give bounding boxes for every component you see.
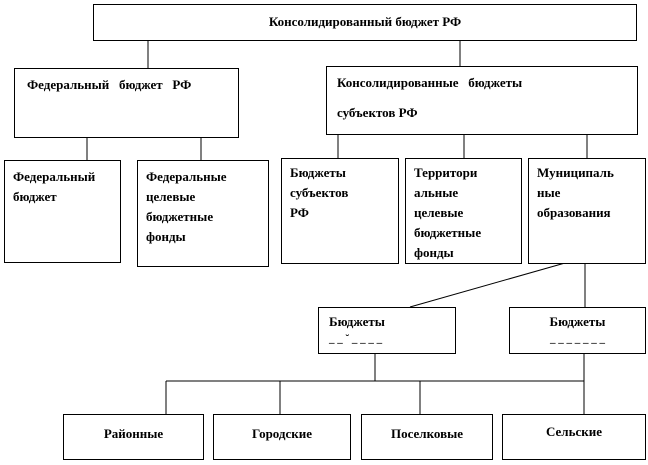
district-box: Районные (63, 414, 204, 460)
box-label: Федеральный бюджет РФ (27, 77, 192, 92)
city-box: Городские (213, 414, 351, 460)
box-label: фонды (146, 229, 186, 244)
box-label: Городские (251, 426, 313, 441)
box-sublabel: _ _ _ _ _ _ _ (550, 333, 605, 345)
box-label: субъектов (290, 185, 349, 200)
box-label: субъектов РФ (337, 105, 418, 120)
box-label: целевые (414, 205, 464, 220)
box-label: образования (537, 205, 611, 220)
box-label: Районные (103, 426, 164, 441)
budgets-box-right: Бюджеты _ _ _ _ _ _ _ (509, 307, 646, 354)
box-sublabel: _ _ ˘ _ _ _ _ (329, 333, 383, 345)
box-label: ные (537, 185, 561, 200)
consolidated-subjects-box: Консолидированные бюджеты субъектов РФ (326, 66, 638, 135)
box-label: Федеральный (13, 169, 96, 184)
box-label: Поселковые (390, 426, 464, 441)
box-label: Федеральные (146, 169, 227, 184)
rural-box: Сельские (502, 414, 646, 460)
box-label: Консолидированный бюджет РФ (268, 14, 462, 29)
box-label: РФ (290, 205, 309, 220)
box-label: бюджетные (146, 209, 214, 224)
box-label: бюджетные (414, 225, 482, 240)
box-label: фонды (414, 245, 454, 260)
budgets-box-left: Бюджеты _ _ ˘ _ _ _ _ (318, 307, 456, 354)
territorial-funds-box: Территори альные целевые бюджетные фонды (405, 158, 522, 264)
federal-budget-leaf-box: Федеральный бюджет (4, 160, 121, 263)
box-label: Бюджеты (549, 314, 606, 329)
federal-funds-box: Федеральные целевые бюджетные фонды (137, 160, 269, 267)
box-label: Бюджеты (290, 165, 346, 180)
box-label: Сельские (545, 424, 602, 439)
municipalities-box: Муниципаль ные образования (528, 158, 646, 264)
box-label: альные (414, 185, 459, 200)
consolidated-budget-box: Консолидированный бюджет РФ (93, 4, 637, 41)
federal-budget-box: Федеральный бюджет РФ (14, 68, 239, 138)
box-label: Консолидированные бюджеты (337, 75, 523, 90)
box-label: Территори (414, 165, 478, 180)
box-label: Муниципаль (537, 165, 614, 180)
box-label: бюджет (13, 189, 57, 204)
box-label: целевые (146, 189, 196, 204)
settlement-box: Поселковые (361, 414, 493, 460)
subject-budgets-box: Бюджеты субъектов РФ (281, 158, 399, 264)
box-label: Бюджеты (329, 314, 385, 329)
